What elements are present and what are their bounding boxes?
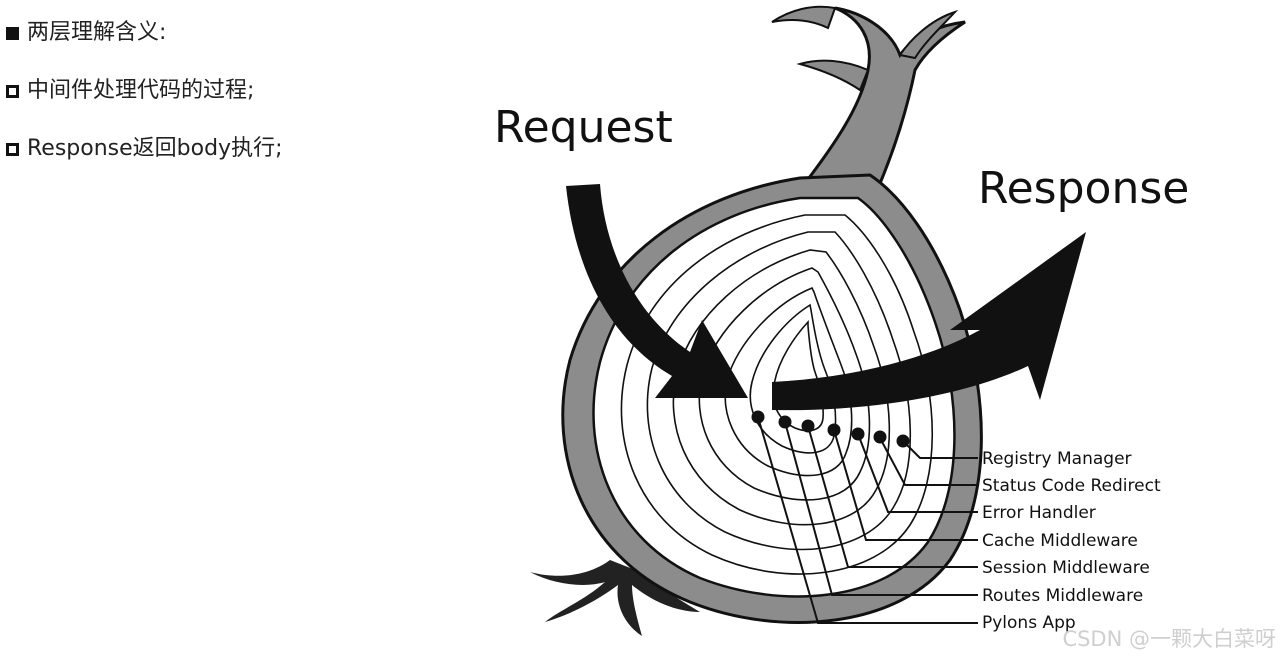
layer-dot [873, 430, 887, 444]
layer-dot [851, 427, 865, 441]
layer-labels: Registry Manager Status Code Redirect Er… [982, 449, 1161, 633]
response-arrow [772, 232, 1086, 411]
filled-square-icon [6, 26, 19, 40]
layer-dot [778, 415, 792, 429]
layer-dot [751, 410, 765, 424]
hollow-square-icon [6, 142, 19, 156]
layer-dot [827, 423, 841, 437]
bullet-text: 两层理解含义: [27, 20, 167, 45]
layer-label-registry-manager: Registry Manager [982, 449, 1132, 469]
layer-label-status-code-redirect: Status Code Redirect [982, 476, 1161, 496]
layer-label-error-handler: Error Handler [982, 503, 1096, 523]
layer-dot [896, 434, 910, 448]
watermark: CSDN @一颗大白菜呀 [1062, 627, 1276, 651]
layer-dots [751, 410, 910, 448]
layer-label-routes-middleware: Routes Middleware [982, 586, 1143, 606]
response-label: Response [978, 163, 1189, 214]
hollow-square-icon [6, 84, 19, 98]
layer-label-session-middleware: Session Middleware [982, 558, 1150, 578]
bullet-item: 中间件处理代码的过程; [6, 76, 446, 106]
bullet-text: 中间件处理代码的过程; [27, 78, 255, 103]
layer-dot [801, 419, 815, 433]
layer-leader-lines [757, 416, 978, 624]
request-arrow [566, 184, 748, 398]
bullet-list: 两层理解含义: 中间件处理代码的过程; Response返回body执行; [6, 18, 446, 192]
bullet-text: Response返回body执行; [27, 136, 283, 161]
layer-label-cache-middleware: Cache Middleware [982, 531, 1138, 551]
bullet-item: 两层理解含义: [6, 18, 446, 48]
onion-stem [771, 5, 966, 197]
layer-label-pylons-app: Pylons App [982, 613, 1076, 633]
request-label: Request [494, 102, 673, 153]
bullet-item: Response返回body执行; [6, 134, 446, 164]
